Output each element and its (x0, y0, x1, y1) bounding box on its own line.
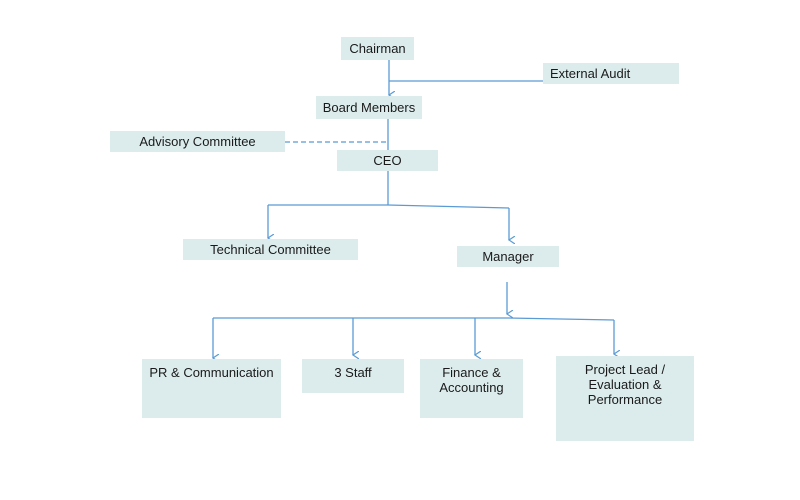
node-manager: Manager (457, 246, 559, 267)
node-technical-committee: Technical Committee (183, 239, 358, 260)
node-external-audit: External Audit (543, 63, 679, 84)
node-pr-communication: PR & Communication (142, 359, 281, 418)
node-advisory-committee: Advisory Committee (110, 131, 285, 152)
edge-manager-branch (213, 317, 615, 321)
node-project-lead: Project Lead / Evaluation & Performance (556, 356, 694, 441)
node-finance-accounting: Finance & Accounting (420, 359, 523, 418)
edge-ceo-branch (268, 204, 510, 209)
node-staff: 3 Staff (302, 359, 404, 393)
node-chairman: Chairman (341, 37, 414, 60)
node-board-members: Board Members (316, 96, 422, 119)
node-ceo: CEO (337, 150, 438, 171)
